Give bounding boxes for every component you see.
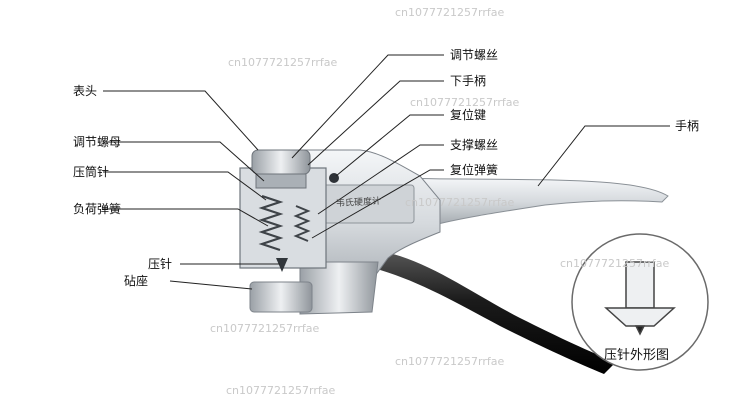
- lower-handle-black: [380, 252, 616, 374]
- body-plate-text: 韦氏硬度计: [335, 196, 382, 210]
- watermark: cn1077721257rrfae: [395, 6, 505, 19]
- watermark: cn1077721257rrfae: [226, 384, 336, 397]
- label-anvil: 砧座: [124, 274, 149, 288]
- inset-caption: 压针外形图: [604, 348, 670, 363]
- label-adjust-nut: 调节螺母: [73, 135, 122, 149]
- upper-handle: [394, 177, 669, 231]
- indenter-shape-drawing: [604, 261, 676, 336]
- reset-spring-coil: [293, 205, 311, 242]
- leader-lines-left: [103, 90, 280, 290]
- label-support-screw: 支撑螺丝: [450, 138, 499, 152]
- head-cap: [251, 149, 311, 175]
- watermark: cn1077721257rrfae: [410, 96, 520, 109]
- load-spring-coil: [258, 194, 284, 252]
- watermark: cn1077721257rrfae: [228, 56, 338, 69]
- watermark: cn1077721257rrfae: [405, 196, 515, 209]
- watermark: cn1077721257rrfae: [560, 257, 670, 270]
- label-reset-spring: 复位弹簧: [450, 163, 499, 177]
- adjust-nut: [255, 173, 307, 189]
- indenter-needle: [276, 258, 288, 272]
- label-indenter: 压针: [148, 257, 173, 271]
- label-gauge-head: 表头: [73, 84, 98, 98]
- anvil: [249, 281, 313, 313]
- watermark: cn1077721257rrfae: [395, 355, 505, 368]
- label-load-spring: 负荷弹簧: [73, 202, 122, 216]
- label-reset-key: 复位键: [450, 108, 487, 122]
- label-lower-handle: 下手柄: [450, 74, 487, 88]
- watermark: cn1077721257rrfae: [210, 322, 320, 335]
- label-press-sleeve-pin: 压筒针: [73, 165, 110, 179]
- label-adjust-screw: 调节螺丝: [450, 48, 499, 62]
- label-handle: 手柄: [675, 119, 700, 133]
- leader-lines-right: [291, 54, 670, 239]
